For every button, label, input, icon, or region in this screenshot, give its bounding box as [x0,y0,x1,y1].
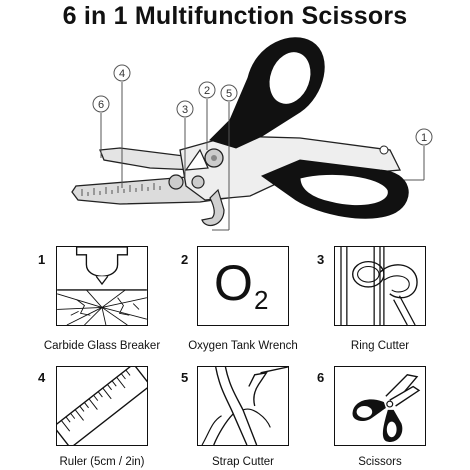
feature-5-label: Strap Cutter [212,456,274,468]
ruler-ticks [81,183,161,196]
callout-6: 6 [92,95,110,158]
oxygen-subscript: 2 [254,285,269,315]
glass-breaker-icon [56,246,148,326]
callout-2-label: 2 [204,85,210,97]
callout-5: 5 [212,84,238,231]
feature-1-label: Carbide Glass Breaker [43,340,161,352]
oxygen-wrench-icon: O 2 [197,246,289,326]
scissors-product-diagram: 1 2 3 4 5 6 [71,37,433,231]
ruler-icon [56,366,148,446]
strap-cutter-icon [197,366,289,446]
feature-3-number: 3 [317,252,325,267]
feature-2-number: 2 [181,252,189,267]
page-title: 6 in 1 Multifunction Scissors [62,2,408,30]
ring-cutter-icon [334,246,426,326]
callout-6-label: 6 [98,99,104,111]
callout-2: 2 [198,81,216,150]
feature-4-label: Ruler (5cm / 2in) [59,456,145,468]
scissors-icon [334,366,426,446]
callout-1-label: 1 [421,132,427,144]
scissors-illustration [71,37,409,227]
feature-1-number: 1 [38,252,46,267]
feature-5-number: 5 [181,370,189,385]
callout-4: 4 [113,64,131,188]
feature-2-label: Oxygen Tank Wrench [188,340,298,352]
feature-6-label: Scissors [358,456,402,468]
oxygen-symbol: O [214,255,253,311]
callout-3-label: 3 [182,104,188,116]
callout-5-label: 5 [226,88,232,100]
callout-4-label: 4 [119,68,125,80]
callout-1: 1 [404,128,433,181]
feature-4-number: 4 [38,370,46,385]
feature-3-label: Ring Cutter [350,340,410,352]
feature-6-number: 6 [317,370,325,385]
callout-3: 3 [176,100,194,178]
